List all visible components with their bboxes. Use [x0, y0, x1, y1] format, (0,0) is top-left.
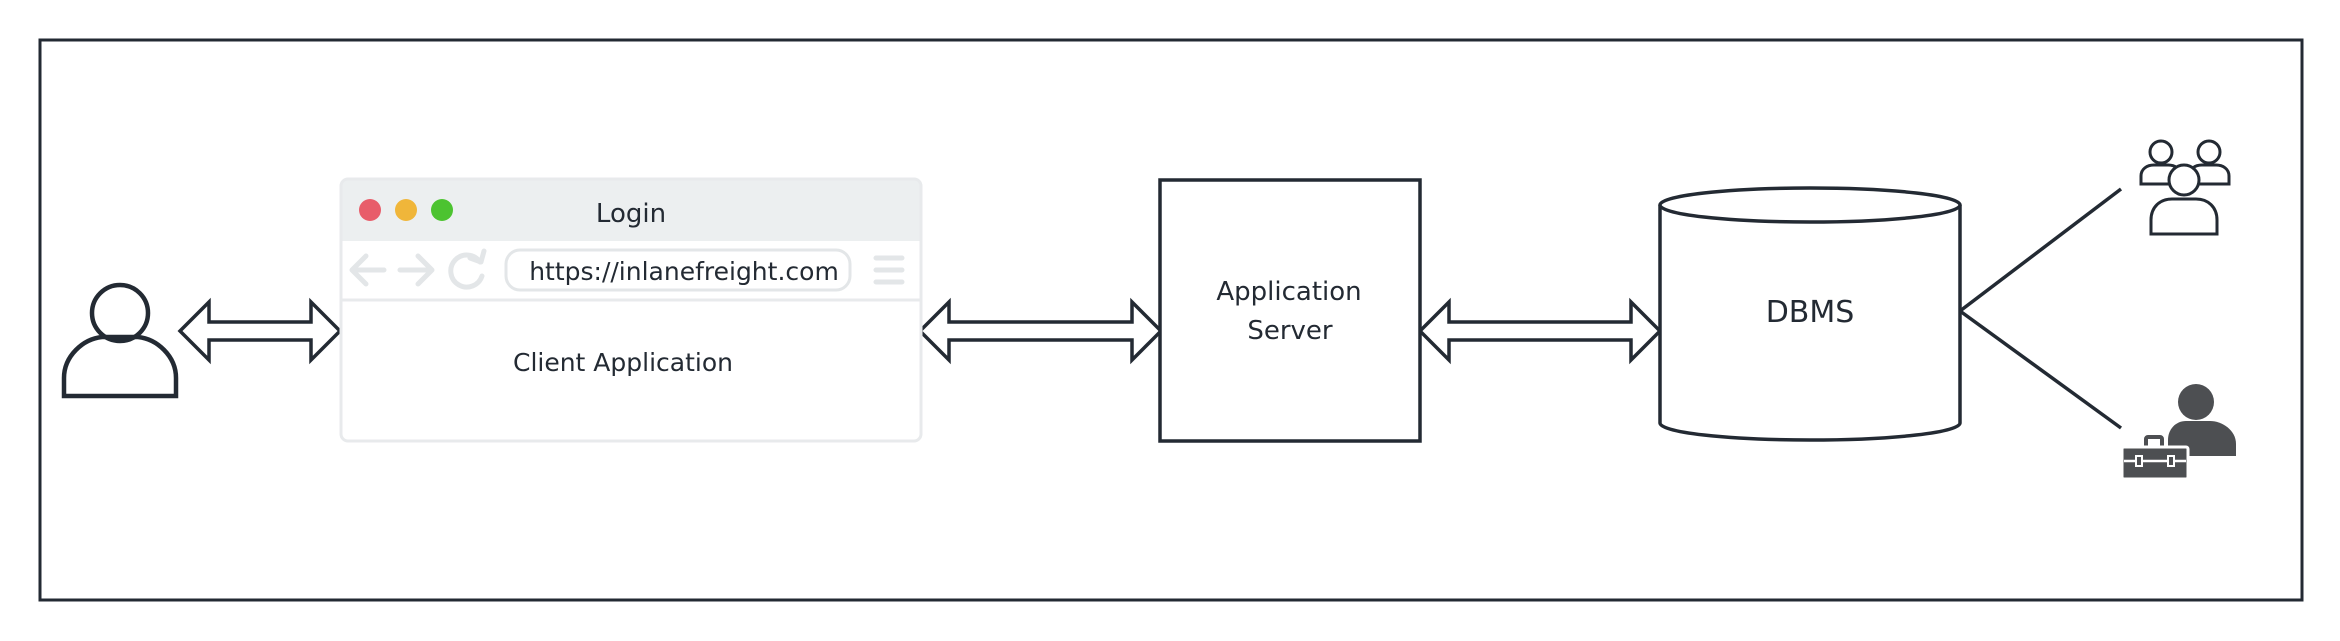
dbms-cylinder: DBMS: [1658, 186, 1962, 442]
user-icon: [61, 282, 179, 399]
browser-title: Login: [596, 199, 666, 229]
client-application-label: Client Application: [513, 348, 733, 377]
maximize-dot: [431, 199, 453, 221]
connector-dbms-users: [1958, 187, 2123, 313]
user-group-icon: [2139, 139, 2231, 236]
connector-dbms-admin: [1958, 309, 2123, 430]
reload-icon: [448, 248, 487, 290]
address-bar-url: https://inlanefreight.com: [529, 257, 839, 286]
admin-user-icon: [2168, 384, 2236, 456]
connector-user-client: [177, 297, 343, 365]
app-server-label-line2: Server: [1247, 316, 1333, 346]
app-server-label-line1: Application: [1216, 277, 1361, 307]
dbms-label: DBMS: [1766, 295, 1855, 330]
application-server-box: Application Server: [1158, 178, 1422, 443]
browser-window: Login https://inlanefreight.com Client A…: [339, 177, 923, 443]
diagram-frame: [38, 38, 2304, 602]
toolbox-icon: [2120, 435, 2190, 481]
close-dot: [359, 199, 381, 221]
address-bar[interactable]: [504, 248, 852, 292]
forward-arrow-icon: [397, 253, 435, 287]
back-arrow-icon: [349, 253, 387, 287]
connector-server-dbms: [1417, 297, 1663, 365]
minimize-dot: [395, 199, 417, 221]
connector-client-server: [917, 297, 1164, 365]
menu-icon: [873, 255, 905, 285]
